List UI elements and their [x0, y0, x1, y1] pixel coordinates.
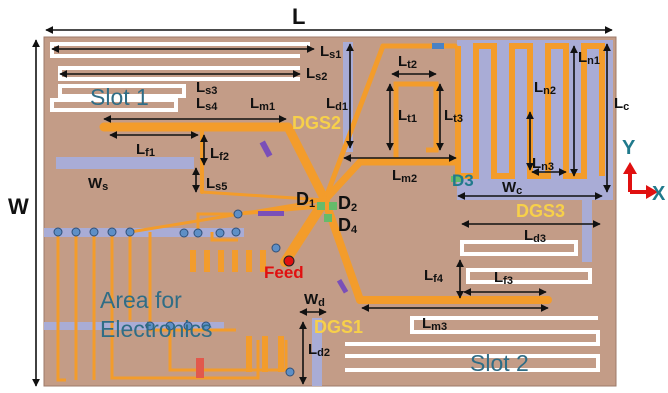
label-Ld1: Ld1 — [326, 95, 349, 113]
label-axis-y: Y — [622, 137, 636, 159]
label-Lt1: Lt1 — [398, 107, 417, 125]
electronics-pads — [190, 250, 284, 372]
diode-d4 — [324, 214, 332, 222]
label-feed: Feed — [264, 263, 304, 282]
label-D3: D3 — [452, 171, 474, 190]
label-Lt2: Lt2 — [398, 53, 417, 71]
label-Ls1: Ls1 — [320, 43, 342, 61]
diode-d1 — [317, 202, 325, 210]
label-Lm1: Lm1 — [250, 95, 276, 113]
label-Lf2: Lf2 — [210, 145, 229, 163]
electronics-strip — [44, 228, 244, 237]
label-Ln2: Ln2 — [534, 79, 557, 97]
label-dgs1: DGS1 — [314, 317, 364, 337]
label-slot2: Slot 2 — [470, 350, 529, 376]
label-Ln3: Ln3 — [532, 155, 555, 173]
component-bottom — [336, 278, 349, 294]
label-Ls2: Ls2 — [306, 65, 328, 83]
axis-indicator — [623, 162, 658, 199]
dgs3-meander — [455, 43, 605, 179]
label-Lf3: Lf3 — [494, 269, 513, 287]
label-Ld3: Ld3 — [524, 227, 547, 245]
label-W: W — [8, 194, 29, 219]
electronics-strip-2 — [44, 322, 224, 330]
components — [196, 43, 463, 378]
label-area-electronics: Area for Electronics — [100, 287, 213, 342]
diode-d2 — [329, 202, 337, 210]
label-D1: D1 — [296, 189, 316, 210]
label-axis-x: X — [652, 183, 666, 205]
label-Lf1: Lf1 — [136, 141, 155, 159]
component-top — [432, 43, 444, 49]
label-dgs2: DGS2 — [292, 113, 342, 133]
dimension-arrows — [32, 26, 613, 387]
label-Lm2: Lm2 — [392, 167, 418, 185]
label-slot1: Slot 1 — [90, 84, 149, 110]
label-Lt3: Lt3 — [444, 107, 463, 125]
component-ld2 — [196, 358, 204, 378]
label-Ln1: Ln1 — [578, 49, 601, 67]
label-Wc: Wc — [502, 179, 523, 197]
main-traces — [99, 43, 552, 304]
dgs1-strip — [312, 318, 322, 386]
label-Ls5: Ls5 — [206, 175, 228, 193]
label-Lc: Lc — [614, 95, 630, 113]
label-Lf4: Lf4 — [424, 267, 443, 285]
diode-d3 — [451, 176, 463, 182]
label-D4: D4 — [338, 215, 358, 236]
vias — [53, 209, 295, 377]
label-Ls4: Ls4 — [196, 95, 218, 113]
label-dgs3: DGS3 — [516, 201, 566, 221]
dgs3-strip-right — [582, 200, 592, 262]
label-Ls3: Ls3 — [196, 79, 218, 97]
label-Ws: Ws — [88, 175, 109, 193]
label-Lm3: Lm3 — [422, 315, 448, 333]
label-Wd: Wd — [304, 291, 325, 309]
label-L: L — [292, 4, 306, 29]
component-left — [259, 140, 273, 158]
label-Ld2: Ld2 — [308, 341, 331, 359]
component-middle — [258, 211, 284, 216]
label-D2: D2 — [338, 193, 358, 214]
slot2-lines — [345, 240, 600, 372]
feed-point — [283, 255, 295, 267]
slot-ws-region — [56, 157, 194, 169]
